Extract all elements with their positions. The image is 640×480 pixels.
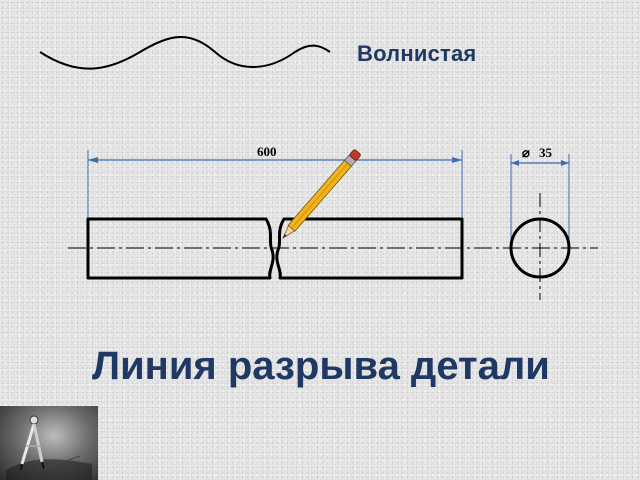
rod-right-part xyxy=(275,217,464,280)
length-dimension xyxy=(87,150,463,218)
diameter-dimension-value: 35 xyxy=(539,145,553,160)
length-dimension-value: 600 xyxy=(257,144,277,159)
wavy-line-sample xyxy=(39,36,331,70)
diameter-symbol: ⌀ xyxy=(522,145,530,160)
diameter-dimension xyxy=(510,154,570,250)
wave-line-label: Волнистая xyxy=(357,41,477,66)
drafting-compass-icon xyxy=(0,406,98,480)
rod-left-part xyxy=(86,217,275,280)
pencil-icon xyxy=(282,149,361,240)
slide-title: Линия разрыва детали xyxy=(92,344,550,388)
